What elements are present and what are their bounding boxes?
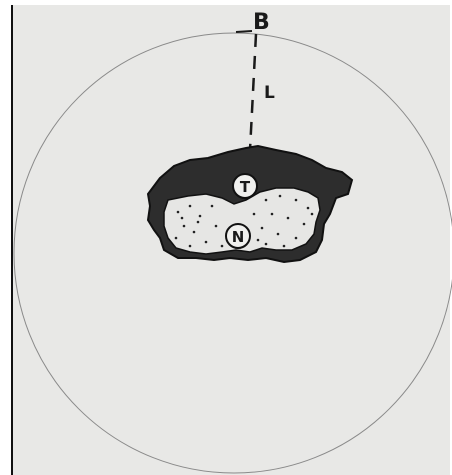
stipple-dot (303, 223, 306, 226)
label-b: B (253, 10, 270, 35)
stipple-dot (193, 231, 196, 234)
stipple-dot (221, 245, 224, 248)
label-n: N (232, 228, 245, 246)
stipple-dot (271, 213, 274, 216)
stipple-dot (211, 205, 214, 208)
label-t: T (240, 178, 251, 196)
stipple-dot (205, 241, 208, 244)
top-tick-mark (236, 31, 252, 32)
stipple-dot (181, 217, 184, 220)
label-l: L (264, 83, 275, 103)
stipple-dot (199, 215, 202, 218)
stipple-dot (311, 213, 314, 216)
stipple-dot (295, 237, 298, 240)
stipple-dot (215, 225, 218, 228)
stipple-dot (265, 199, 268, 202)
stipple-dot (265, 243, 268, 246)
stipple-dot (277, 233, 280, 236)
stipple-dot (175, 237, 178, 240)
stipple-dot (279, 195, 282, 198)
stipple-dot (295, 199, 298, 202)
stipple-dot (183, 225, 186, 228)
stipple-dot (261, 227, 264, 230)
stipple-dot (307, 207, 310, 210)
stipple-dot (257, 239, 260, 242)
stipple-dot (287, 217, 290, 220)
stipple-dot (189, 205, 192, 208)
stipple-dot (197, 221, 200, 224)
stipple-dot (177, 211, 180, 214)
stipple-dot (253, 213, 256, 216)
stipple-dot (189, 245, 192, 248)
stipple-dot (283, 245, 286, 248)
